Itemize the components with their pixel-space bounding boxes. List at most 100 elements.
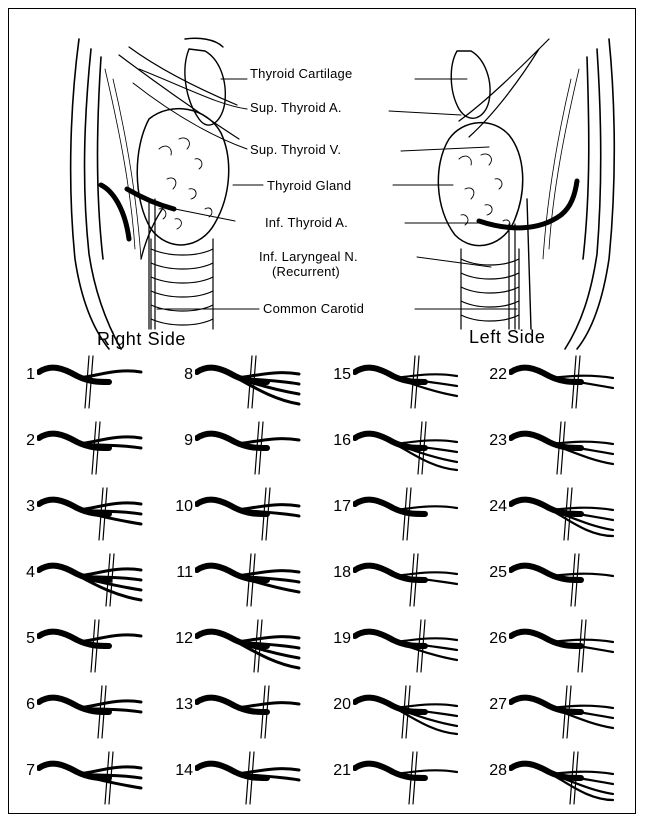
variant-number: 23 — [481, 432, 507, 450]
artery-branch — [79, 701, 141, 708]
left-thyroid-cartilage — [451, 51, 490, 118]
artery-nerve-sketch — [353, 354, 463, 410]
artery-branch — [551, 574, 613, 576]
variant-number: 3 — [9, 498, 35, 516]
artery-branch — [237, 571, 299, 576]
variant-number: 2 — [9, 432, 35, 450]
right-trachea — [151, 239, 213, 329]
artery-nerve-sketch — [509, 684, 619, 740]
variant-number: 10 — [167, 498, 193, 516]
label-common-carotid: Common Carotid — [263, 302, 364, 316]
label-inf-thyroid-artery: Inf. Thyroid A. — [265, 216, 348, 230]
artery-nerve-sketch — [37, 684, 147, 740]
artery-branch — [551, 706, 613, 708]
artery-nerve-sketch — [37, 486, 147, 542]
variant-number: 24 — [481, 498, 507, 516]
artery-nerve-sketch — [353, 750, 463, 806]
variant-13: 13 — [167, 684, 317, 744]
variant-21: 21 — [325, 750, 475, 810]
label-sup-thyroid-vein: Sup. Thyroid V. — [250, 143, 341, 157]
artery-branch — [551, 640, 613, 642]
artery-branch — [551, 772, 613, 774]
artery-branch — [237, 373, 299, 378]
left-trachea — [461, 249, 519, 329]
artery-nerve-sketch — [509, 750, 619, 806]
variant-number: 21 — [325, 762, 351, 780]
artery-nerve-sketch — [195, 684, 305, 740]
variant-22: 22 — [481, 354, 631, 414]
artery-branch — [395, 374, 457, 378]
artery-branch — [395, 440, 457, 444]
variant-number: 28 — [481, 762, 507, 780]
variant-number: 25 — [481, 564, 507, 582]
artery-nerve-sketch — [353, 486, 463, 542]
artery-branch — [551, 508, 613, 510]
artery-branch — [395, 506, 457, 510]
label-thyroid-gland: Thyroid Gland — [267, 179, 351, 193]
variant-18: 18 — [325, 552, 475, 612]
variant-23: 23 — [481, 420, 631, 480]
variant-25: 25 — [481, 552, 631, 612]
artery-nerve-sketch — [353, 552, 463, 608]
artery-nerve-sketch — [509, 552, 619, 608]
right-side-title: Right Side — [97, 329, 186, 350]
left-neck-muscle — [543, 39, 614, 349]
label-sup-thyroid-artery: Sup. Thyroid A. — [250, 101, 342, 115]
variant-number: 5 — [9, 630, 35, 648]
right-thyroid-cartilage — [185, 38, 225, 125]
artery-nerve-sketch — [509, 618, 619, 674]
artery-nerve-sketch — [37, 420, 147, 476]
variant-16: 16 — [325, 420, 475, 480]
label-recurrent: (Recurrent) — [272, 265, 340, 279]
variant-20: 20 — [325, 684, 475, 744]
artery-branch — [237, 439, 299, 444]
variant-number: 1 — [9, 366, 35, 384]
figure-frame: Thyroid Cartilage Sup. Thyroid A. Sup. T… — [8, 8, 636, 814]
variant-10: 10 — [167, 486, 317, 546]
variant-19: 19 — [325, 618, 475, 678]
variant-number: 18 — [325, 564, 351, 582]
variant-number: 19 — [325, 630, 351, 648]
variant-number: 20 — [325, 696, 351, 714]
artery-branch — [79, 635, 141, 642]
variant-number: 9 — [167, 432, 193, 450]
artery-nerve-sketch — [353, 684, 463, 740]
artery-nerve-sketch — [353, 618, 463, 674]
artery-branch — [551, 376, 613, 378]
variant-11: 11 — [167, 552, 317, 612]
artery-nerve-sketch — [509, 420, 619, 476]
variant-17: 17 — [325, 486, 475, 546]
variant-3: 3 — [9, 486, 159, 546]
variant-5: 5 — [9, 618, 159, 678]
variant-number: 8 — [167, 366, 193, 384]
variant-6: 6 — [9, 684, 159, 744]
artery-branch — [395, 572, 457, 576]
variant-24: 24 — [481, 486, 631, 546]
label-inf-laryngeal-nerve: Inf. Laryngeal N. — [259, 250, 358, 264]
artery-nerve-sketch — [195, 750, 305, 806]
variant-number: 16 — [325, 432, 351, 450]
artery-branch — [79, 569, 141, 576]
variant-15: 15 — [325, 354, 475, 414]
right-vessels — [101, 47, 239, 329]
variant-28: 28 — [481, 750, 631, 810]
variant-9: 9 — [167, 420, 317, 480]
variant-26: 26 — [481, 618, 631, 678]
variant-number: 27 — [481, 696, 507, 714]
variant-number: 17 — [325, 498, 351, 516]
variant-number: 13 — [167, 696, 193, 714]
artery-branch — [395, 638, 457, 642]
artery-nerve-sketch — [37, 354, 147, 410]
artery-nerve-sketch — [37, 750, 147, 806]
variant-8: 8 — [167, 354, 317, 414]
artery-nerve-sketch — [37, 552, 147, 608]
variant-number: 26 — [481, 630, 507, 648]
variant-number: 15 — [325, 366, 351, 384]
variant-number: 6 — [9, 696, 35, 714]
artery-nerve-sketch — [195, 552, 305, 608]
variant-12: 12 — [167, 618, 317, 678]
left-vessels — [459, 39, 577, 329]
variant-7: 7 — [9, 750, 159, 810]
artery-trunk — [511, 566, 581, 580]
artery-branch — [237, 637, 299, 642]
